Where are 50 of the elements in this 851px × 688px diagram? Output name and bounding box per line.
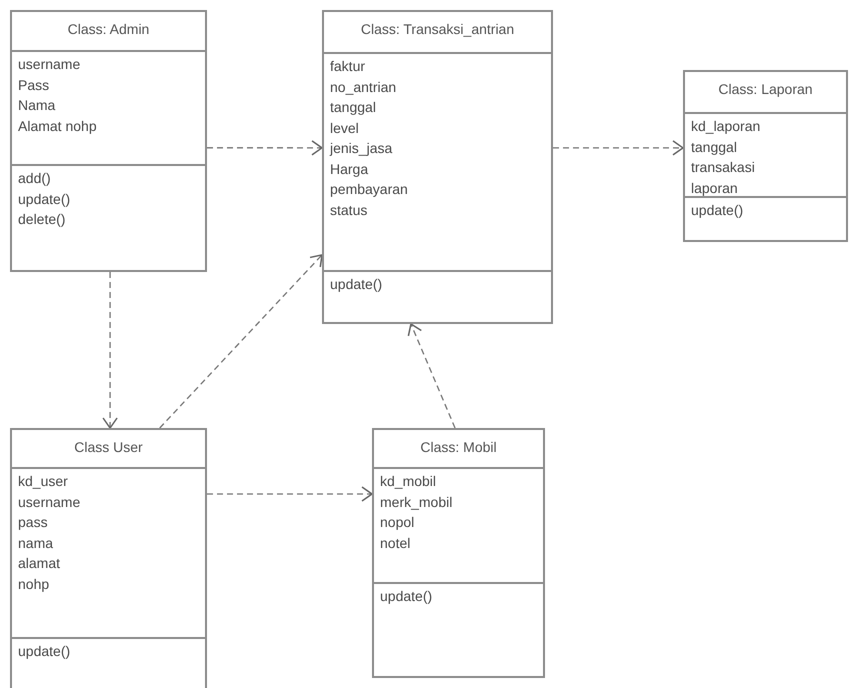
class-name: Class User xyxy=(74,439,143,455)
class-name: Class: Mobil xyxy=(420,439,497,455)
dependency-arrow xyxy=(159,254,323,428)
class-box xyxy=(10,428,207,688)
method-text: update() xyxy=(18,190,70,209)
dependency-arrow xyxy=(408,323,456,428)
attribute-text: kd_user xyxy=(18,472,68,491)
attribute-text: username xyxy=(18,55,80,74)
attribute-text: kd_mobil xyxy=(380,472,436,491)
attribute-text: Harga xyxy=(330,160,368,179)
attribute-text: Nama xyxy=(18,96,56,115)
attribute-text: faktur xyxy=(330,57,366,76)
attributes-compartment xyxy=(685,112,846,196)
attribute-text: transakasi xyxy=(691,158,755,177)
attribute-text: laporan xyxy=(691,178,738,198)
dependency-arrow xyxy=(553,140,684,156)
class-box xyxy=(683,70,848,242)
attribute-text: status xyxy=(330,200,368,220)
attribute-text: notel xyxy=(380,534,410,552)
dependency-arrow xyxy=(207,486,373,502)
attribute-text: kd_laporan xyxy=(691,117,760,136)
method-text: update() xyxy=(380,587,432,606)
dependency-arrow xyxy=(102,272,118,429)
dependency-arrow xyxy=(207,140,323,156)
method-text: delete() xyxy=(18,210,66,229)
attribute-text: no_antrian xyxy=(330,78,396,97)
method-text: add() xyxy=(18,169,51,188)
attribute-text: pembayaran xyxy=(330,180,408,199)
attribute-text: jenis_jasa xyxy=(330,139,392,158)
attribute-text: nama xyxy=(18,534,54,552)
method-text: update() xyxy=(691,201,744,220)
attribute-text: nopol xyxy=(380,513,414,532)
attribute-text: tanggal xyxy=(691,138,737,157)
attribute-text: Alamat nohp xyxy=(18,116,97,136)
attribute-text: pass xyxy=(18,513,48,532)
class-box xyxy=(322,10,553,324)
attribute-text: Pass xyxy=(18,76,50,94)
class-name: Class: Admin xyxy=(68,21,150,37)
attribute-text: level xyxy=(330,118,359,138)
method-text: update() xyxy=(330,275,382,294)
class-box xyxy=(10,10,207,272)
class-box xyxy=(372,428,545,678)
attribute-text: nohp xyxy=(18,574,50,594)
attribute-text: username xyxy=(18,492,80,512)
attribute-text: tanggal xyxy=(330,98,376,117)
method-text: update() xyxy=(18,642,70,661)
attribute-text: alamat xyxy=(18,554,60,573)
attribute-text: merk_mobil xyxy=(380,492,452,512)
class-name: Class: Transaksi_antrian xyxy=(360,21,514,37)
class-name: Class: Laporan xyxy=(718,81,813,97)
